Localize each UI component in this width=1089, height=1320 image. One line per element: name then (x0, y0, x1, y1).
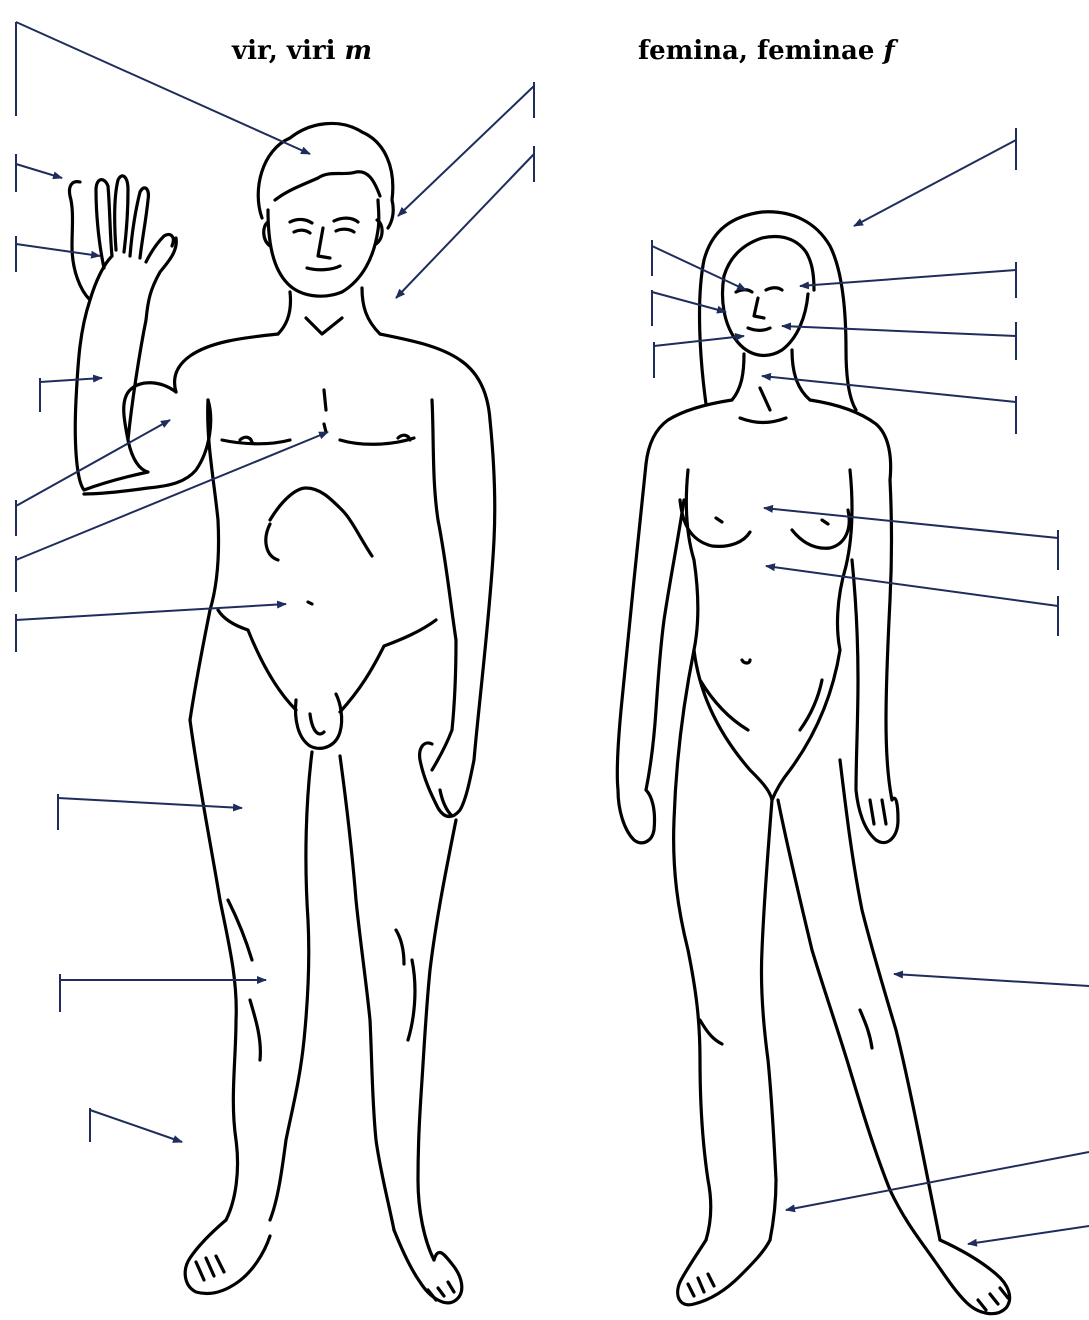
woman-pointer-cheek (782, 326, 1016, 336)
woman-pointer-knee (894, 974, 1089, 986)
man-torso (175, 334, 490, 720)
man-pointer-hair (16, 22, 310, 154)
woman-pointer-foot (968, 1226, 1089, 1244)
man-pointer-hand (16, 244, 100, 256)
man-pointer-forearm (40, 378, 102, 382)
woman-pointer-hair (854, 140, 1016, 226)
woman-right-arm (852, 480, 898, 843)
woman-torso (680, 470, 852, 800)
woman-feet (678, 1240, 1010, 1314)
woman-figure (617, 212, 1009, 1314)
woman-left-arm (617, 464, 684, 843)
woman-pointer-nose (652, 292, 726, 312)
woman-pointer-chest (764, 508, 1058, 538)
man-lowered-arm (420, 420, 495, 817)
woman-face (723, 276, 809, 355)
man-face (268, 200, 379, 296)
man-pointer-chest (16, 432, 328, 560)
woman-pointer-ankle (786, 1152, 1089, 1210)
man-pointer-foot (90, 1110, 182, 1142)
man-pointer-belly (16, 604, 286, 620)
woman-pointers (652, 128, 1089, 1244)
man-nose-mouth (307, 228, 340, 270)
man-pointers (16, 22, 534, 1142)
man-pointer-finger (16, 164, 62, 178)
woman-pointer-ear (800, 270, 1016, 286)
man-nipples (240, 435, 410, 604)
woman-pointer-belly (766, 566, 1058, 606)
man-raised-arm (69, 176, 210, 494)
man-legs (190, 720, 456, 1260)
man-pointer-ear (398, 86, 534, 216)
man-pointer-neck (396, 154, 534, 298)
man-genitals (296, 694, 342, 748)
man-feet (185, 1220, 462, 1303)
man-pointer-thigh (58, 798, 242, 808)
woman-neck (646, 350, 891, 480)
woman-pointer-eye (652, 246, 746, 290)
